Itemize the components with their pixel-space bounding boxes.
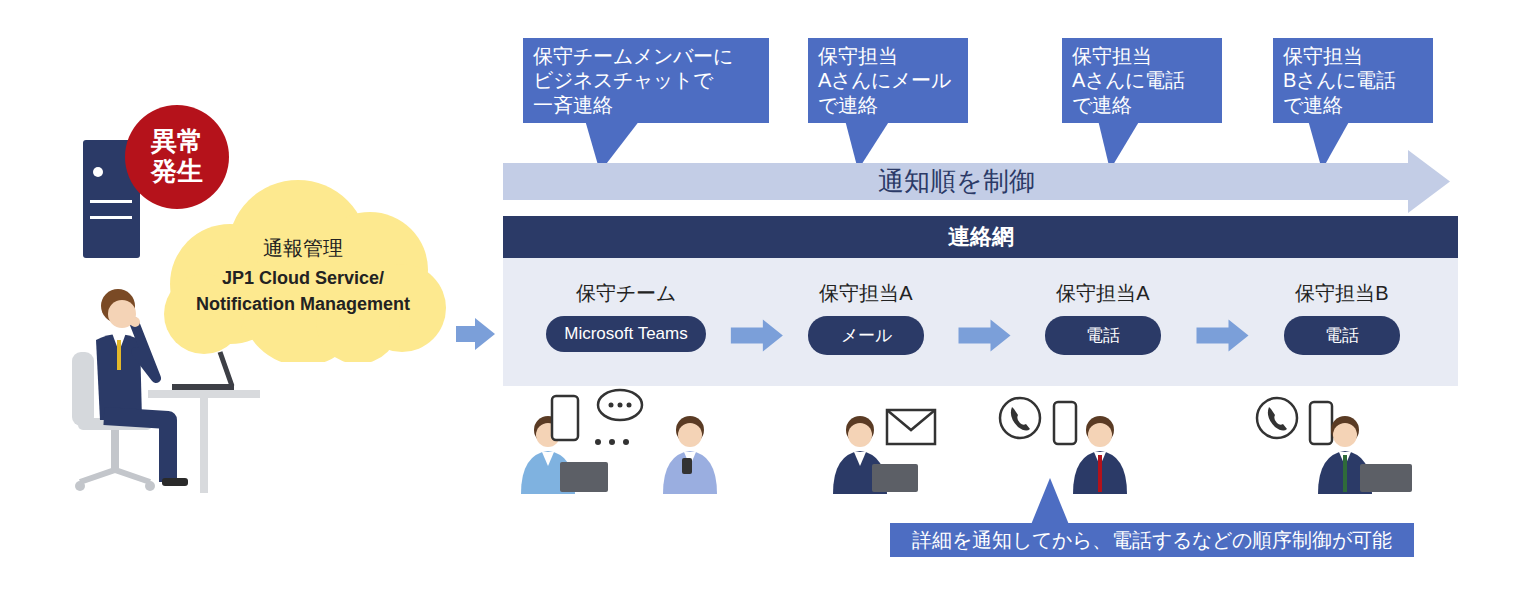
node-label: 保守担当A xyxy=(1056,280,1149,307)
mail-member xyxy=(887,410,935,430)
arrow-band-shape xyxy=(503,150,1450,213)
speech-bubble: 保守担当 Bさんに電話 で連絡 xyxy=(1273,38,1433,123)
contact-step: 保守担当B 電話 xyxy=(1284,280,1400,355)
node-body: 電話 xyxy=(1045,316,1161,355)
bubble-tail xyxy=(1308,120,1350,170)
contact-step: 保守担当A 電話 xyxy=(1045,280,1161,355)
node-body: 電話 xyxy=(1284,316,1400,355)
node-label: 通知順を制御 xyxy=(878,164,1035,199)
mail-member xyxy=(872,464,918,492)
note-callout: 詳細を通知してから、電話するなどの順序制御が可能 xyxy=(890,523,1414,557)
chat-member xyxy=(623,439,629,445)
chat-member xyxy=(521,390,642,494)
operator-figure xyxy=(96,334,142,420)
flow-connector xyxy=(959,320,1011,352)
contact-step: 保守チーム Microsoft Teams xyxy=(546,280,705,352)
chat-member xyxy=(595,439,601,445)
operator-figure xyxy=(75,481,85,491)
alert-circle: 異常 発生 xyxy=(125,105,229,209)
operator-figure xyxy=(130,317,140,327)
operator-figure xyxy=(134,322,156,378)
chat-member xyxy=(560,462,608,492)
cloud-service: 通報管理 JP1 Cloud Service/ Notification Mana… xyxy=(158,172,448,362)
phone-member-b xyxy=(1268,407,1287,431)
chat-member xyxy=(663,416,717,494)
chat-member xyxy=(682,458,692,474)
phone-member-b xyxy=(1257,398,1412,494)
operator-figure xyxy=(172,384,234,390)
node-label: 通報管理 xyxy=(263,235,343,262)
node-body: Microsoft Teams xyxy=(546,316,705,352)
mail-member xyxy=(887,410,935,444)
chat-member xyxy=(663,416,717,494)
operator-figure xyxy=(72,352,94,426)
node-body: メール xyxy=(808,316,924,355)
phone-member-b xyxy=(1310,402,1332,444)
operator-figure xyxy=(145,481,155,491)
node-label: 保守担当 Bさんに電話 で連絡 xyxy=(1283,44,1423,117)
flow-connector xyxy=(1197,320,1249,352)
phone-member-a xyxy=(1054,402,1076,444)
contact-network-panel: 連絡網保守チームMicrosoft Teams保守担当Aメール保守担当A電話保守… xyxy=(503,216,1458,386)
chat-member xyxy=(609,403,614,408)
node-label: 連絡網 xyxy=(503,216,1458,258)
phone-member-a xyxy=(1073,416,1127,494)
node-label: 保守担当B xyxy=(1295,280,1388,307)
node-body: JP1 Cloud Service/ Notification Manageme… xyxy=(178,266,428,316)
flow-arrow-band: 通知順を制御 xyxy=(503,150,1450,213)
chat-member xyxy=(609,439,615,445)
speech-bubble: 保守担当 Aさんにメール で連絡 xyxy=(808,38,968,123)
operator-figure xyxy=(148,390,260,398)
phone-member-b xyxy=(1257,398,1297,438)
operator-figure xyxy=(162,478,188,486)
node-label: 詳細を通知してから、電話するなどの順序制御が可能 xyxy=(912,527,1392,553)
phone-member-a xyxy=(1011,407,1030,431)
operator-figure xyxy=(220,352,232,386)
speech-bubble: 保守チームメンバーに ビジネスチャットで 一斉連絡 xyxy=(523,38,769,123)
server-icon xyxy=(90,216,132,219)
server-icon xyxy=(90,200,132,203)
contact-step: 保守担当A メール xyxy=(808,280,924,355)
chat-member xyxy=(552,396,578,440)
flow-connector xyxy=(456,318,495,350)
chat-member xyxy=(627,403,632,408)
node-label: 保守担当A xyxy=(819,280,912,307)
operator-figure xyxy=(80,470,150,482)
cloud-shape xyxy=(158,172,448,362)
node-label: 保守チーム xyxy=(576,280,676,307)
phone-member-a xyxy=(1098,455,1102,492)
flow-connector xyxy=(731,320,783,352)
node-label: 保守チームメンバーに ビジネスチャットで 一斉連絡 xyxy=(533,44,759,117)
bubble-tail xyxy=(1098,120,1140,170)
node-label: 保守担当 Aさんに電話 で連絡 xyxy=(1072,44,1212,117)
phone-member-a xyxy=(1000,398,1040,438)
mail-member xyxy=(833,410,935,494)
phone-member-b xyxy=(1343,455,1347,492)
node-label: 保守担当 Aさんにメール で連絡 xyxy=(818,44,958,117)
operator-figure xyxy=(200,398,208,493)
phone-member-a xyxy=(1000,398,1127,494)
operator-figure xyxy=(111,430,119,472)
node-label: 異常 発生 xyxy=(149,127,205,187)
bubble-tail xyxy=(845,120,890,170)
operator-figure xyxy=(104,416,168,482)
chat-member xyxy=(618,403,623,408)
server-icon xyxy=(93,167,103,177)
operator-figure xyxy=(117,340,121,370)
cloud-lobe xyxy=(316,280,400,362)
chat-member xyxy=(598,390,642,420)
phone-member-b xyxy=(1360,464,1412,492)
speech-bubble: 保守担当 Aさんに電話 で連絡 xyxy=(1062,38,1222,123)
